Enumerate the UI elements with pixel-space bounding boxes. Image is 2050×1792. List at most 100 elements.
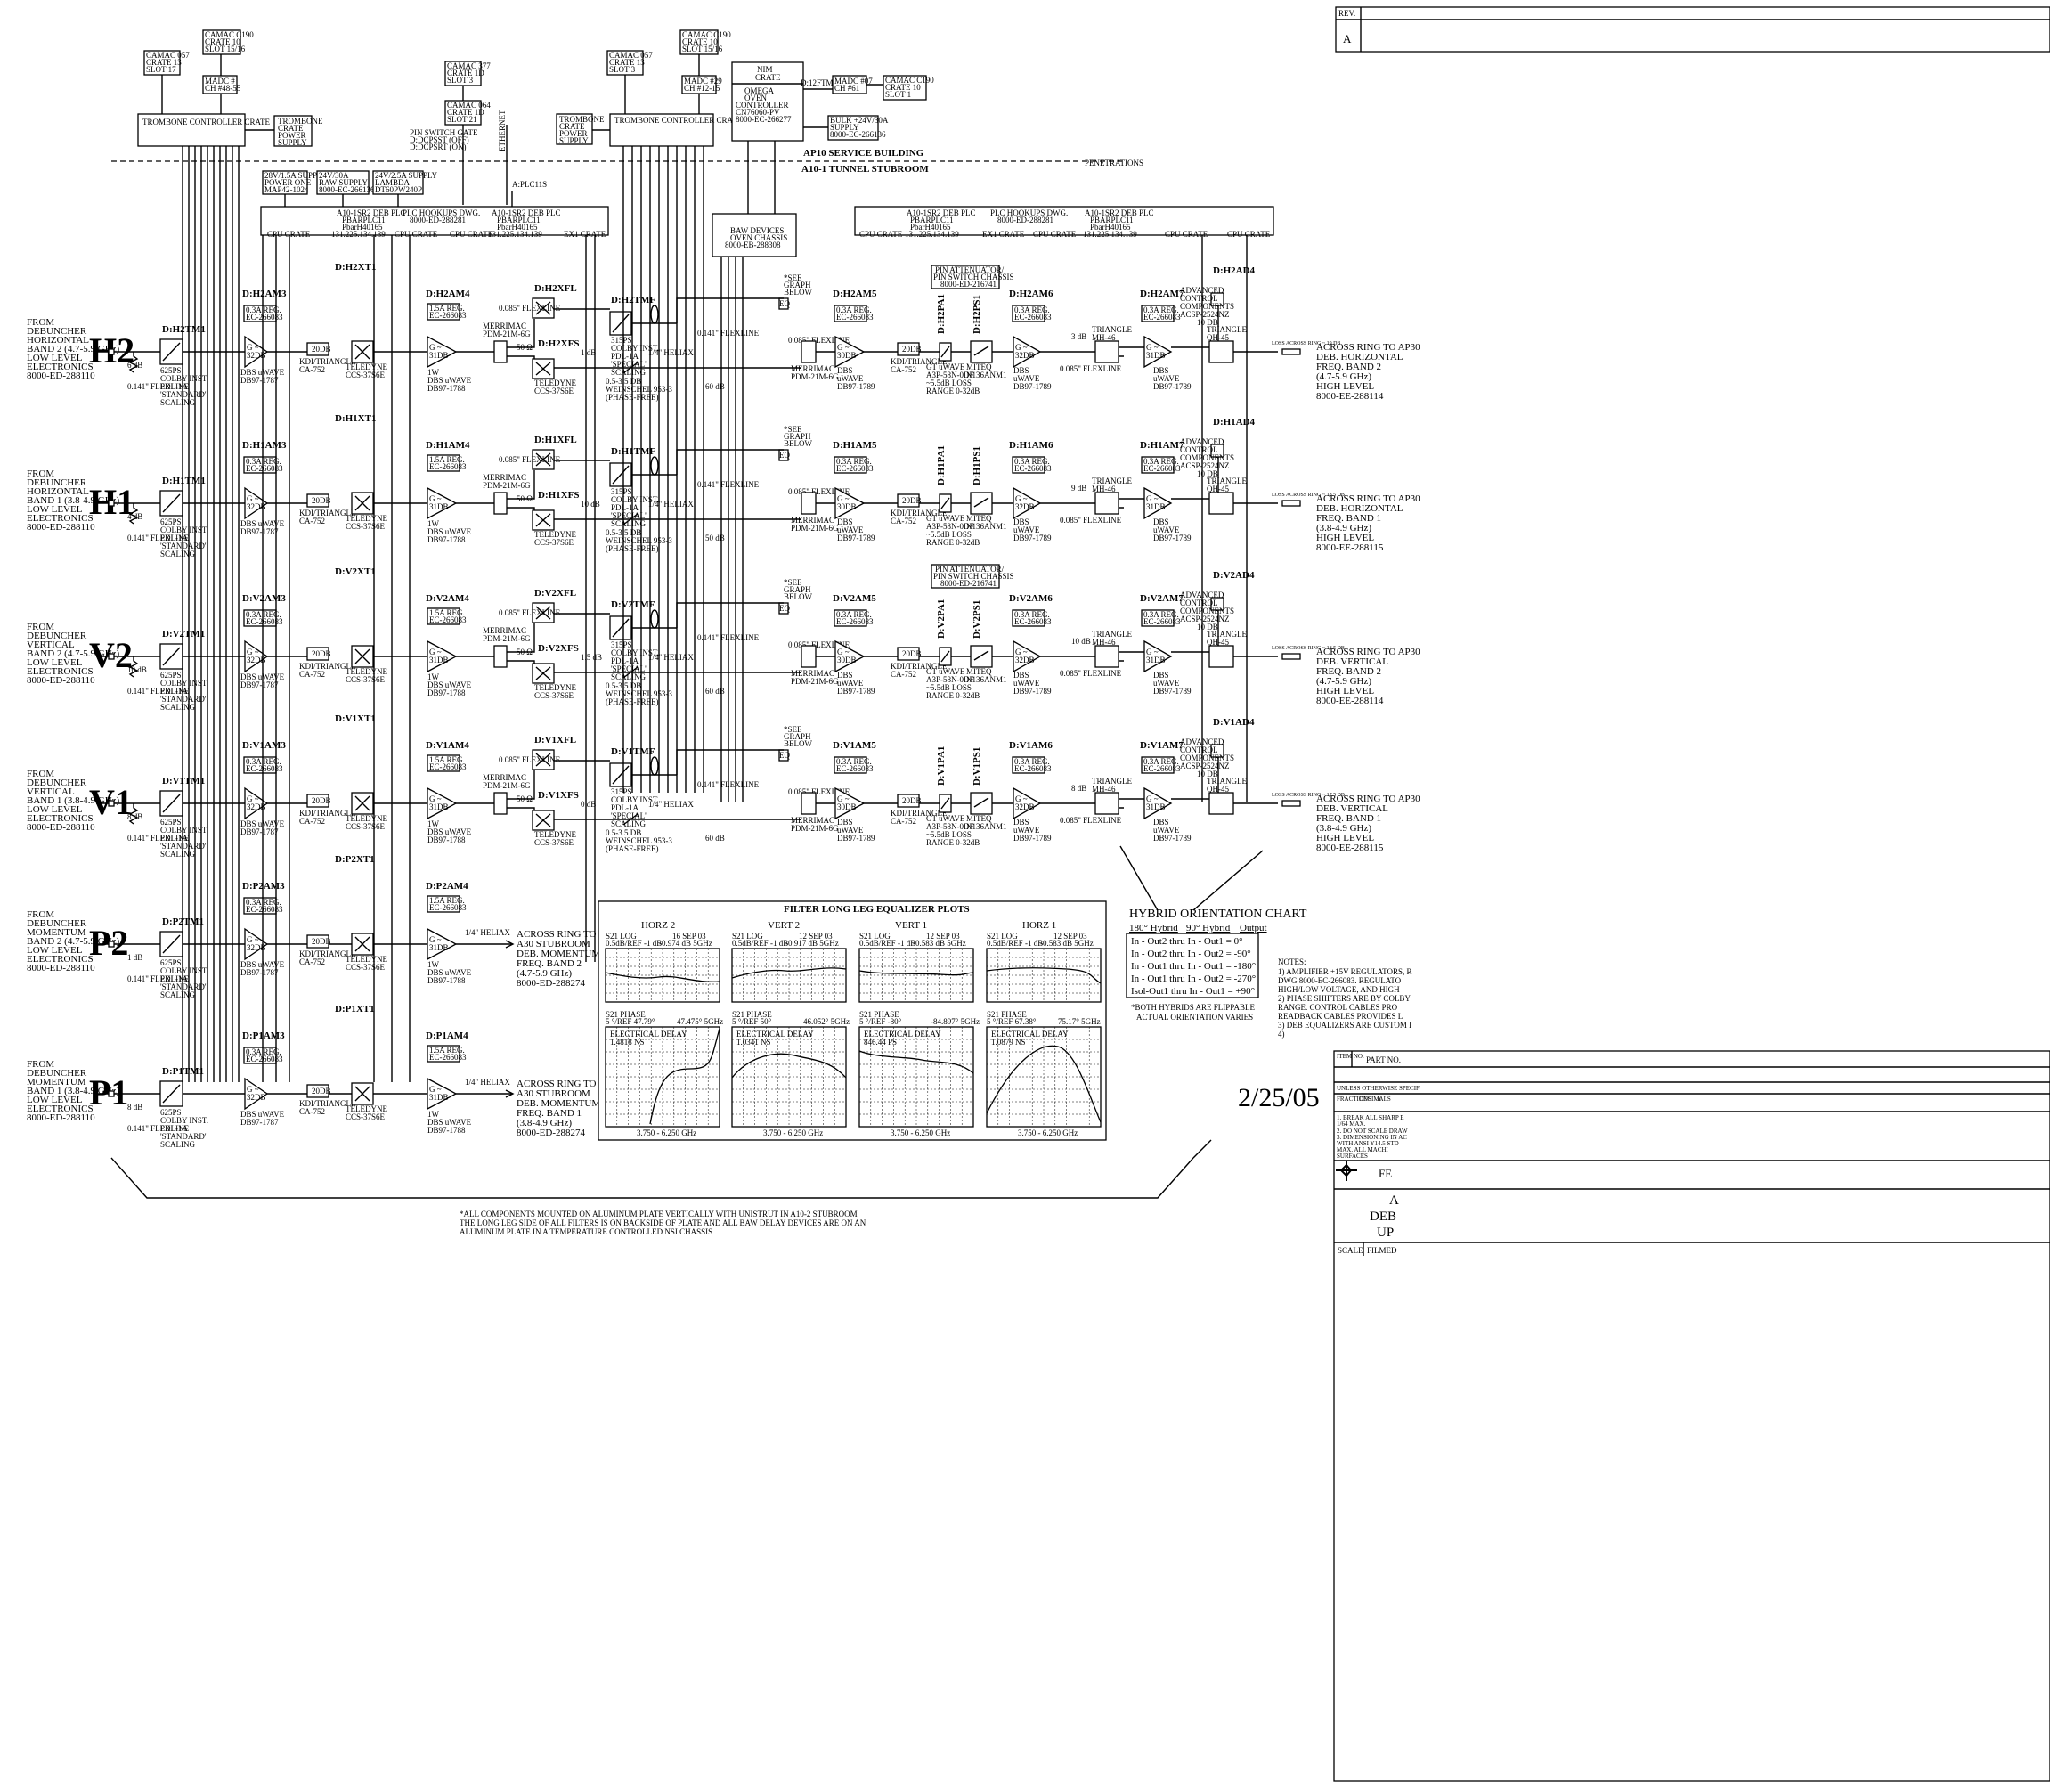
label-d-v2xt1: D:V2XT1	[335, 566, 376, 577]
plot-axis-2: 3.750 - 6.250 GHz	[891, 1128, 950, 1137]
adv-h2-l3: COMPONENTS	[1180, 302, 1234, 311]
camac-a-l2: CRATE 13	[146, 58, 182, 67]
reg-box-2	[834, 456, 867, 474]
amp30-db-v2: 30DB	[837, 656, 857, 664]
triqh-v2-l2: QH-45	[1207, 638, 1229, 647]
rev-label: REV.	[1338, 9, 1355, 18]
sma60-v1: 60 dB	[705, 834, 725, 843]
amp31b-lbl-v2-l1: DBS	[1153, 671, 1169, 680]
supply-2	[316, 170, 370, 195]
source-p1-l5: LOW LEVEL	[27, 1095, 83, 1105]
phase-trace	[858, 1050, 974, 1074]
reg-v1-l2: EC-266083	[246, 764, 283, 773]
reg-box-4	[1141, 456, 1175, 474]
reg-v1-l1: 0.3A REG.	[246, 757, 281, 766]
reg15-box	[427, 303, 460, 321]
miteq-v2-l2: N136ANM1	[966, 675, 1007, 684]
label-d-v2pa1: D:V2PA1	[936, 599, 947, 639]
merrimac2-h2-l2: PDM-21M-6G	[791, 372, 839, 381]
tb-t2: DEB	[1370, 1210, 1396, 1224]
flexline-in-v1: 0.141" FLEXLINE	[127, 834, 190, 843]
label-d-h2pa1: D:H2PA1	[936, 294, 947, 334]
label-d-p1am3: D:P1AM3	[242, 1030, 285, 1041]
plc-right-b-l3: PbarH40165	[1090, 223, 1131, 232]
camac-c-l1: CAMAC 377	[447, 61, 491, 70]
power-left-l2: CRATE	[278, 124, 304, 133]
teledyne-h2-l2: CCS-37S6E	[346, 371, 386, 379]
flex085-h2: 0.085" FLEXLINE	[499, 304, 561, 313]
miteq-v1-l2: N136ANM1	[966, 822, 1007, 831]
label-d-v2am5: D:V2AM5	[833, 593, 876, 604]
trombone-lbl-v2-l3: PDL-1A	[160, 687, 188, 696]
amp32-g-p2: G ~	[247, 935, 259, 944]
amp31-db-p1: 31DB	[429, 1093, 449, 1102]
loss-h1: LOSS ACROSS RING ~ 18.5 DB	[1272, 493, 1345, 498]
reg2-v2-l2: EC-266083	[836, 617, 874, 626]
amp31-lbl-p1-l3: DB97-1788	[427, 1126, 466, 1135]
hybrid-180	[1094, 340, 1119, 363]
supply-3-l2: LAMBDA	[375, 178, 411, 187]
amp32b-lbl-v2-l1: DBS	[1013, 671, 1029, 680]
reg-p2-l1: 0.3A REG.	[246, 898, 281, 907]
teledyne2-h2-l1: TELEDYNE	[534, 379, 576, 387]
teledyne-v2-l1: TELEDYNE	[346, 667, 387, 676]
plc-left-l2: PBARPLC11	[342, 216, 386, 224]
source-h2-l7: 8000-ED-288110	[27, 371, 95, 381]
amp30-db-h2: 30DB	[837, 351, 857, 360]
amp31-g-v1: G ~	[429, 794, 442, 803]
label-d-v2xfs: D:V2XFS	[538, 643, 579, 654]
supply-2-l2: RAW SUPPLY	[319, 178, 368, 187]
tb-t3: UP	[1377, 1226, 1394, 1240]
d12ftmp-label: D:12FTMP	[801, 78, 838, 87]
trombone-lbl-h2-l3: PDL-1A	[160, 382, 188, 391]
dest-v2-l5: HIGH LEVEL	[1316, 686, 1374, 696]
tb-part: PART NO.	[1366, 1055, 1401, 1064]
merrimac-splitter	[493, 340, 508, 363]
zone-bottom: A10-1 TUNNEL STUBROOM	[801, 164, 929, 175]
output-connector-icon	[1281, 800, 1301, 807]
tb-l4: 3. DIMENSIONING IN AC	[1337, 1134, 1407, 1141]
colby315-v2-l5: SCALING	[611, 672, 647, 681]
miteq-v1-l1: MITEQ	[966, 814, 992, 823]
camac-a-l3: SLOT 17	[146, 65, 176, 74]
dest-p2-l4: FREQ. BAND 2	[517, 958, 582, 969]
dest-p1-l1: ACROSS RING TO	[517, 1079, 597, 1089]
hybrid-orientation-chart: HYBRID ORIENTATION CHART 180° Hybrid 90°…	[1119, 845, 1307, 1022]
nim-l1: NIM	[757, 65, 773, 74]
phase-trace	[986, 1045, 1102, 1123]
weinschel-h1-l2: WEINSCHEL 953-3	[606, 536, 672, 545]
label-d-v1am6: D:V1AM6	[1009, 740, 1053, 751]
amp31-g-h2: G ~	[429, 343, 442, 352]
gt-v1-l1: GT uWAVE	[926, 814, 965, 823]
notes-l5: RANGE. CONTROL CABLES PRO	[1278, 1003, 1398, 1012]
power-right-l4: SUPPLY	[559, 136, 589, 145]
connector-icon	[108, 800, 115, 807]
triangle-h2-l1: TRIANGLE	[1092, 325, 1132, 334]
label-d-h1pa1: D:H1PA1	[936, 445, 947, 485]
flex085c-v2: 0.085" FLEXLINE	[1060, 669, 1122, 678]
label-d-h2tm1: D:H2TM1	[162, 324, 206, 335]
plot-delay-l1-2: ELECTRICAL DELAY	[864, 1030, 941, 1039]
arrow-icon	[505, 1089, 515, 1098]
notes-block: NOTES: 1) AMPLIFIER +15V REGULATORS, R D…	[1278, 957, 1412, 1039]
plot-phase-l2-3: 5 °/REF 67.38°	[987, 1017, 1037, 1026]
triangle-v2-l1: TRIANGLE	[1092, 630, 1132, 639]
seegraph-h1-l1: *SEE	[784, 425, 802, 434]
merrimac-combiner	[801, 792, 817, 815]
amp31b-g-v1: G ~	[1146, 794, 1159, 803]
dest-v2-l1: ACROSS RING TO AP30	[1316, 647, 1420, 657]
label-d-v1am5: D:V1AM5	[833, 740, 876, 751]
trombone-lbl-p1-l4: 'STANDARD'	[160, 1132, 207, 1141]
miteq-h1-l2: N136ANM1	[966, 522, 1007, 531]
teledyne2-v1-l2: CCS-37S6E	[534, 838, 574, 847]
teledyne2-v2-l2: CCS-37S6E	[534, 691, 574, 700]
dest-v1-l6: 8000-EE-288115	[1316, 843, 1384, 853]
reg2-v1-l1: 0.3A REG.	[836, 757, 872, 766]
miteq-h2-l2: N136ANM1	[966, 371, 1007, 379]
madc-b-l2: CH #12-15	[684, 84, 720, 93]
label-d-h1tm1: D:H1TM1	[162, 476, 206, 486]
label-d-h1xfs: D:H1XFS	[538, 490, 579, 501]
